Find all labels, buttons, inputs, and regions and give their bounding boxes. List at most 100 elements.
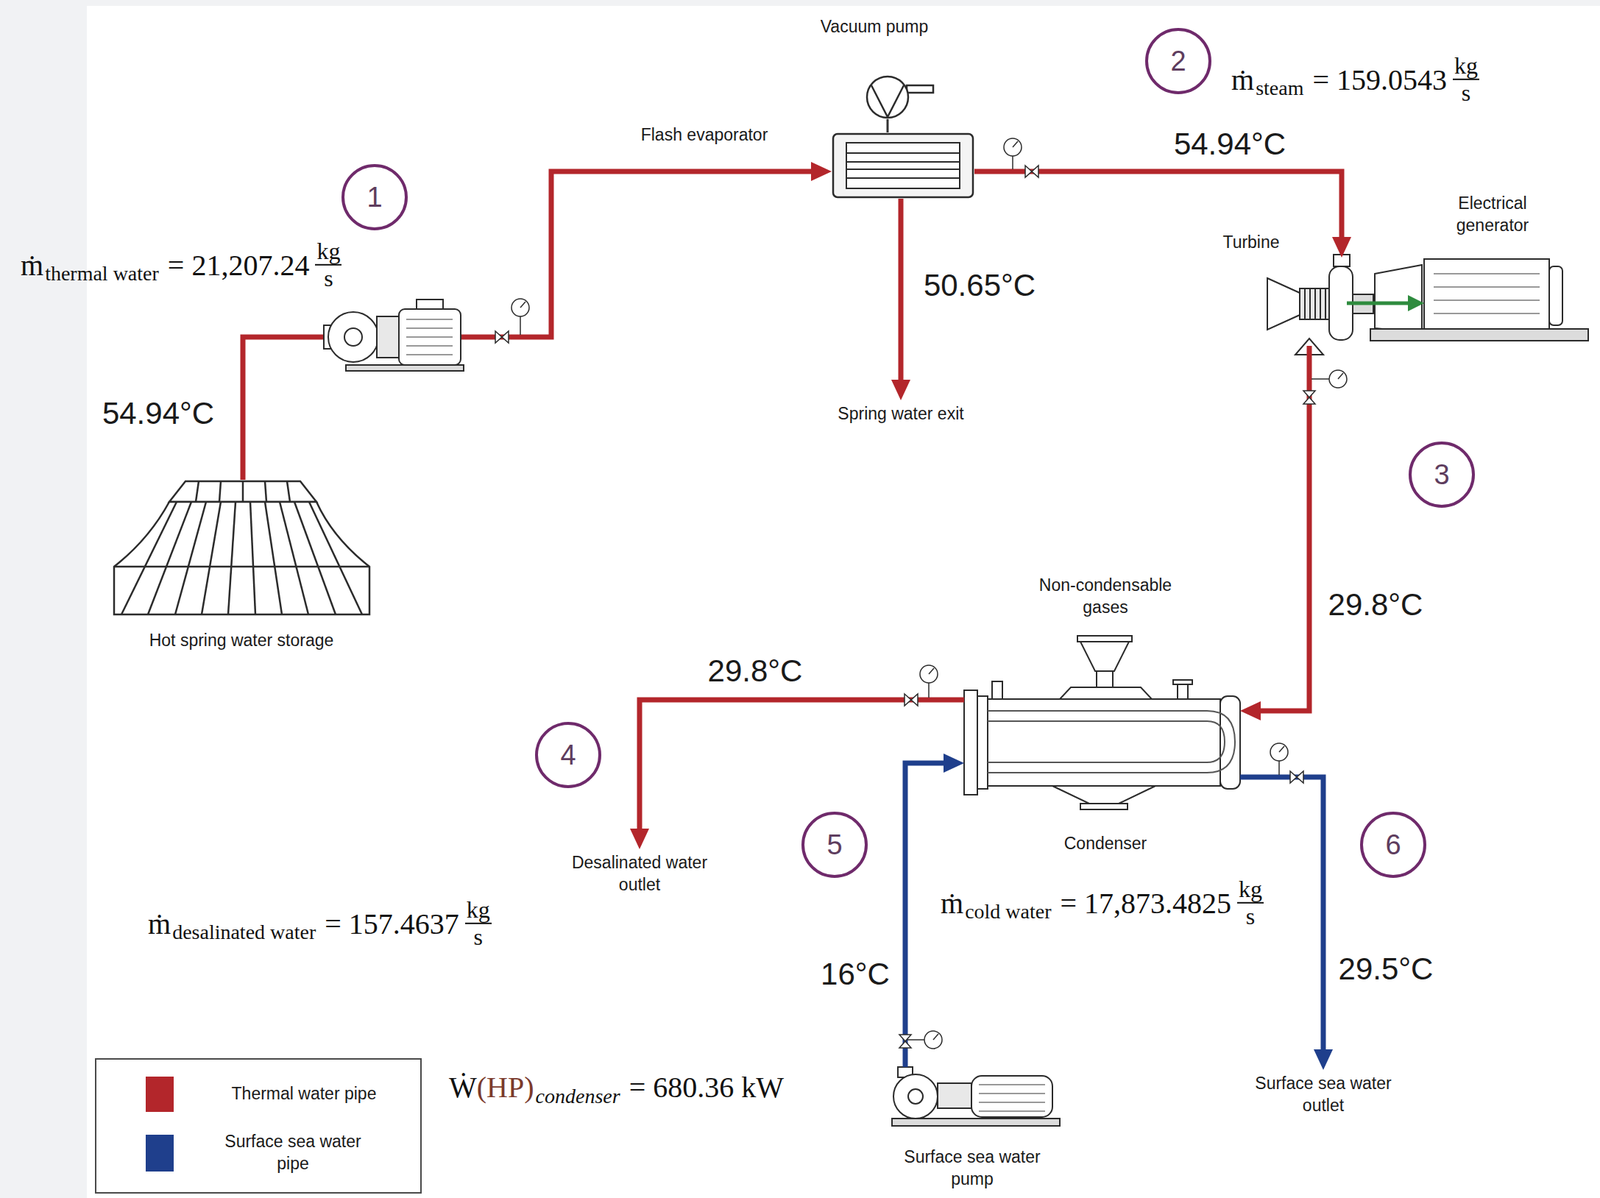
pressure-gauge-symbol: [933, 1034, 939, 1040]
storage-tank-drawing: [195, 481, 199, 502]
pressure-gauge-symbol: [1003, 138, 1022, 157]
flow-subscript: steam: [1255, 76, 1304, 101]
unit-denominator: s: [323, 265, 333, 292]
sea-water-pump-drawing: [978, 1092, 1046, 1095]
flash-evaporator-drawing: [833, 133, 973, 198]
callout-text: 1: [366, 183, 382, 212]
storage-tank: Hot spring water storage: [114, 479, 370, 615]
pipe-line: [242, 171, 813, 480]
condenser-drawing: [1173, 680, 1193, 685]
legend-text: Thermal water pipe: [231, 1083, 377, 1106]
storage-tank-drawing: [147, 501, 192, 615]
pressure-gauge-symbol: [511, 138, 1347, 1049]
storage-tank-drawing: [264, 501, 282, 615]
flow-symbol: ṁ: [940, 886, 964, 921]
thermal-water-pump-drawing: [406, 345, 453, 347]
pressure-gauge-symbol: [928, 682, 930, 698]
temperature-label: 54.94°C: [1173, 127, 1286, 162]
valve-symbol: [1290, 771, 1304, 784]
pipe-line: [1259, 345, 1310, 711]
turbine-drawing: [1314, 288, 1316, 320]
flow-subscript: condenser: [535, 1084, 621, 1108]
pressure-gauge-symbol: [919, 665, 938, 683]
pipe-line: [1346, 301, 1410, 306]
storage-tank-drawing: [309, 501, 363, 615]
turbine-drawing: [1309, 288, 1311, 320]
temperature-label: 29.8°C: [708, 654, 803, 689]
pressure-gauge-symbol: [520, 301, 526, 308]
unit-fraction: kgs: [314, 238, 342, 292]
storage-tank-drawing: [242, 481, 245, 502]
flow-equation: Ẇ(HP)condenser= 680.36 kW: [448, 1070, 784, 1105]
storage-tank-drawing: [201, 501, 221, 615]
equipment-label: Condenser: [1064, 833, 1148, 856]
equipment-label: Surface sea water pump: [897, 1146, 1049, 1191]
thermal-water-pump-drawing: [398, 309, 461, 366]
condenser-drawing: [992, 681, 1003, 700]
pipe-connector: [891, 198, 911, 401]
pressure-gauge-symbol: [511, 298, 530, 317]
condenser-drawing: [1059, 687, 1152, 700]
sea-water-pump-drawing: [978, 1084, 1046, 1086]
sea-water-pump-drawing: [893, 1074, 938, 1119]
unit-denominator: s: [473, 924, 483, 951]
pressure-gauge-symbol: [907, 1039, 925, 1041]
callout-number: 3: [1408, 441, 1475, 508]
flow-symbol: ṁ: [1231, 62, 1255, 98]
flow-subscript: cold water: [964, 900, 1051, 924]
arrow-head: [1332, 236, 1352, 258]
storage-tank-drawing: [279, 501, 309, 615]
flow-equation: ṁdesalinated water= 157.4637kgs: [147, 897, 492, 951]
pipe-connector: [629, 699, 965, 850]
electrical-generator: Electrical generator: [1424, 259, 1550, 329]
pressure-gauge-symbol: [928, 668, 934, 675]
thermal-water-pump-drawing: [406, 327, 453, 329]
pipe-connector: [1346, 295, 1425, 312]
flow-equation: ṁthermal water= 21,207.24kgs: [20, 238, 342, 292]
pressure-gauge-symbol: [1270, 743, 1288, 761]
flow-value: = 17,873.4825: [1060, 886, 1233, 921]
generator-drawing: [1370, 328, 1589, 341]
generator-drawing: [1433, 286, 1540, 288]
condenser-drawing: [1080, 641, 1129, 672]
thermal-water-pump-drawing: [344, 328, 363, 346]
condenser-drawing: [1177, 684, 1188, 700]
condenser-drawing: [987, 710, 1235, 773]
pipe-connector: [905, 753, 965, 1068]
pipe-connector: [887, 119, 889, 133]
turbine-drawing: [1267, 278, 1300, 330]
flow-subscript: desalinated water: [172, 920, 316, 945]
legend-swatch: [145, 1134, 174, 1172]
flow-symbol: ṁ: [20, 248, 44, 283]
equipment-label: Vacuum pump: [820, 16, 929, 39]
generator-drawing: [1433, 312, 1540, 315]
vacuum-pump-symbol: [871, 85, 904, 118]
pressure-gauge-symbol: [1329, 370, 1347, 388]
page-margin: [0, 0, 87, 1198]
pressure-gauge-symbol: [1337, 373, 1344, 380]
thermal-water-pump-drawing: [406, 318, 453, 321]
storage-tank-drawing: [219, 481, 221, 502]
condenser-drawing: [1096, 671, 1113, 689]
condenser-drawing: [1077, 635, 1132, 642]
thermal-water-pump-drawing: [406, 336, 453, 338]
equipment-label: Hot spring water storage: [149, 629, 335, 653]
legend-swatch: [145, 1076, 174, 1113]
sea-water-pump-drawing: [971, 1075, 1053, 1118]
callout-text: 4: [560, 741, 576, 770]
flow-symbol: Ẇ: [448, 1070, 477, 1105]
callout-number: 4: [535, 721, 602, 789]
storage-tank-drawing: [114, 481, 370, 615]
sea-water-pump-drawing: [891, 1118, 1060, 1127]
arrow-head: [1407, 295, 1425, 312]
outlet-text: Desalinated water outlet: [565, 852, 714, 897]
turbine-drawing: [1319, 288, 1322, 320]
pressure-gauge-symbol: [519, 316, 522, 335]
callout-text: 6: [1385, 830, 1401, 859]
generator-drawing: [1370, 259, 1589, 341]
valve-symbol: [899, 1034, 912, 1049]
callout-number: 1: [341, 164, 408, 231]
storage-tank-drawing: [294, 501, 336, 615]
vacuum-pump-symbol: [866, 76, 934, 118]
arrow-head: [891, 379, 911, 401]
